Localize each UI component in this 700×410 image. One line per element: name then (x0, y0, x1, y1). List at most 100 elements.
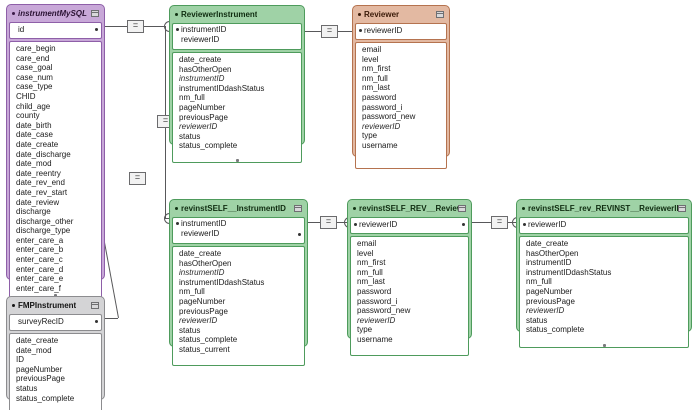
field-item[interactable]: reviewerID (362, 121, 401, 131)
field-item[interactable]: status (179, 325, 201, 335)
table-instrumentMySQL[interactable]: instrumentMySQL id care_begin care_end c… (6, 4, 105, 298)
field-item[interactable]: nm_full (526, 277, 552, 287)
field-item[interactable]: hasOtherOpen (526, 248, 579, 258)
field-item[interactable]: password_i (362, 102, 403, 112)
field-item[interactable]: instrumentID (179, 74, 225, 84)
field-item[interactable]: child_age (16, 101, 51, 111)
field-item[interactable]: county (16, 111, 40, 121)
table-titlebar-instrumentMySQL[interactable]: instrumentMySQL (9, 7, 102, 20)
field-item[interactable]: password_i (357, 296, 398, 306)
field-item[interactable]: status_complete (179, 141, 238, 151)
field-item[interactable]: instrumentIDdashStatus (179, 83, 265, 93)
join-operator-1[interactable]: = (127, 20, 144, 33)
field-item[interactable]: nm_full (357, 267, 383, 277)
field-item[interactable]: email (357, 239, 377, 248)
field-item[interactable]: date_create (179, 55, 222, 64)
field-item[interactable]: status_complete (16, 393, 75, 403)
field-item[interactable]: enter_care_e (16, 274, 64, 284)
field-item[interactable]: case_num (16, 72, 53, 82)
join-operator-6[interactable]: = (491, 216, 508, 229)
field-item[interactable]: CHID (16, 91, 36, 101)
field-item[interactable]: care_begin (16, 44, 56, 53)
field-item[interactable]: date_rev_end (16, 178, 65, 188)
field-item[interactable]: pageNumber (179, 102, 226, 112)
field-item[interactable]: nm_first (362, 64, 391, 74)
key-field-reviewerID[interactable]: reviewerID (356, 25, 446, 36)
table-titlebar-revinstSELF__InstrumentID[interactable]: revinstSELF__InstrumentID (172, 202, 305, 215)
table-titlebar-FMPInstrument[interactable]: FMPInstrument (9, 299, 102, 312)
field-item[interactable]: password (362, 92, 397, 102)
field-item[interactable]: reviewerID (526, 306, 565, 316)
field-item[interactable]: level (357, 248, 374, 258)
field-item[interactable]: pageNumber (526, 286, 573, 296)
field-item[interactable]: status (179, 131, 201, 141)
field-item[interactable]: password_new (362, 112, 416, 122)
field-item[interactable]: instrumentID (179, 268, 225, 278)
field-item[interactable]: password (357, 286, 392, 296)
field-item[interactable]: date_birth (16, 120, 52, 130)
key-field-surveyRecID[interactable]: surveyRecID (18, 317, 64, 326)
table-revinstSELF__InstrumentID[interactable]: revinstSELF__InstrumentID instrumentID r… (169, 199, 308, 366)
join-operator-4[interactable]: = (129, 172, 146, 185)
field-item[interactable]: reviewerID (357, 315, 396, 325)
field-item[interactable]: reviewerID (179, 316, 218, 326)
field-item[interactable]: date_review (16, 197, 60, 207)
key-field-reviewerID[interactable]: reviewerID (520, 219, 688, 230)
table-FMPInstrument[interactable]: FMPInstrument surveyRecID date_create da… (6, 296, 105, 410)
field-item[interactable]: type (362, 131, 378, 141)
field-item[interactable]: date_case (16, 130, 53, 140)
table-titlebar-revinstSELF_REV__ReviewerID[interactable]: revinstSELF_REV__ReviewerID (350, 202, 469, 215)
field-item[interactable]: previousPage (179, 112, 228, 122)
window-icon[interactable] (294, 205, 302, 212)
key-field-reviewerID[interactable]: reviewerID (181, 228, 220, 238)
field-item[interactable]: hasOtherOpen (179, 258, 232, 268)
field-item[interactable]: previousPage (16, 374, 65, 384)
table-titlebar-ReviewerInstrument[interactable]: ReviewerInstrument (172, 8, 302, 21)
field-item[interactable]: case_type (16, 82, 53, 92)
field-item[interactable]: level (362, 54, 379, 64)
field-item[interactable]: username (357, 334, 393, 344)
window-icon[interactable] (91, 302, 99, 309)
field-item[interactable]: username (362, 140, 398, 150)
field-item[interactable]: case_goal (16, 63, 53, 73)
key-field-instrumentID[interactable]: instrumentID (173, 25, 301, 35)
field-item[interactable]: nm_full (179, 93, 205, 103)
field-item[interactable]: status_complete (526, 325, 585, 335)
table-titlebar-revinstSELF_rev_REVINST__ReviewerID[interactable]: revinstSELF_rev_REVINST__ReviewerID (519, 202, 689, 215)
field-item[interactable]: date_reentry (16, 168, 61, 178)
field-item[interactable]: date_create (16, 336, 59, 345)
field-item[interactable]: type (357, 325, 373, 335)
field-item[interactable]: enter_care_f (16, 283, 61, 293)
field-item[interactable]: hasOtherOpen (179, 64, 232, 74)
resize-grip[interactable] (230, 158, 244, 162)
field-item[interactable]: enter_care_a (16, 235, 64, 245)
table-ReviewerInstrument[interactable]: ReviewerInstrument instrumentID reviewer… (169, 5, 305, 163)
field-item[interactable]: status_complete (179, 335, 238, 345)
field-item[interactable]: nm_first (357, 258, 386, 268)
field-item[interactable]: nm_last (362, 83, 391, 93)
field-item[interactable]: date_discharge (16, 149, 71, 159)
window-icon[interactable] (91, 10, 99, 17)
join-operator-5[interactable]: = (320, 216, 337, 229)
field-item[interactable]: instrumentID (526, 258, 572, 268)
key-field-reviewerID[interactable]: reviewerID (181, 34, 220, 44)
field-item[interactable]: pageNumber (179, 296, 226, 306)
field-item[interactable]: email (362, 45, 382, 54)
field-item[interactable]: nm_last (357, 277, 386, 287)
field-item[interactable]: enter_care_c (16, 255, 63, 265)
field-item[interactable]: date_create (16, 139, 59, 149)
field-item[interactable]: discharge_type (16, 226, 71, 236)
window-icon[interactable] (436, 11, 444, 18)
field-item[interactable]: date_mod (16, 159, 52, 169)
resize-grip[interactable] (597, 343, 611, 347)
field-item[interactable]: pageNumber (16, 364, 63, 374)
field-item[interactable]: discharge_other (16, 216, 74, 226)
key-field-instrumentID[interactable]: instrumentID (173, 219, 304, 229)
field-item[interactable]: previousPage (179, 306, 228, 316)
field-item[interactable]: status_current (179, 344, 230, 354)
field-item[interactable]: nm_full (179, 287, 205, 297)
field-item[interactable]: date_rev_start (16, 187, 68, 197)
table-titlebar-Reviewer[interactable]: Reviewer (355, 8, 447, 21)
field-item[interactable]: ID (16, 355, 24, 365)
table-revinstSELF_REV__ReviewerID[interactable]: revinstSELF_REV__ReviewerID reviewerID e… (347, 199, 472, 356)
